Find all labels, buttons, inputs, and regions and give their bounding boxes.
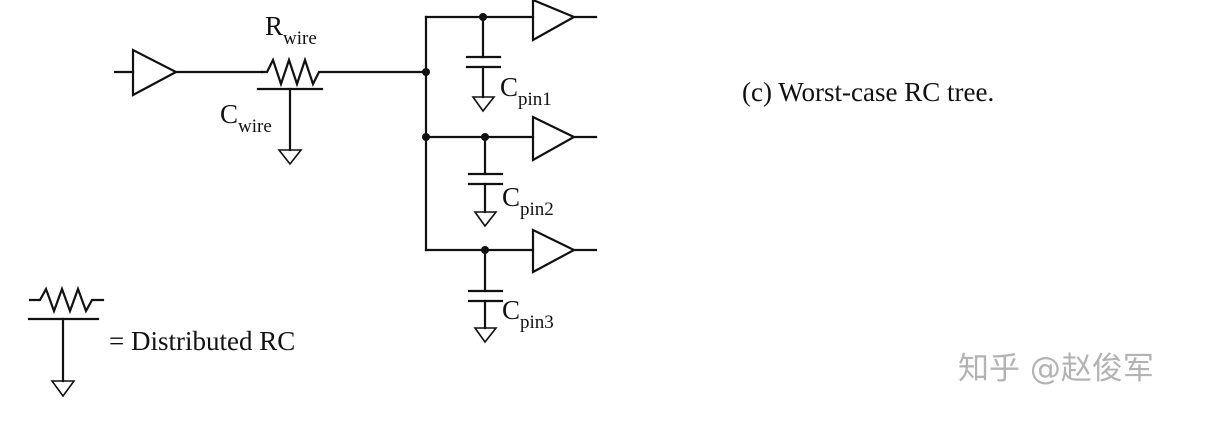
input-buffer <box>113 48 179 97</box>
c-pin3-label: Cpin3 <box>502 295 554 333</box>
branch-2 <box>424 115 598 228</box>
branch-1 <box>424 0 598 113</box>
c-pin2-label: Cpin2 <box>502 182 554 220</box>
legend-text: = Distributed RC <box>109 326 295 356</box>
caption: (c) Worst-case RC tree. <box>742 77 994 107</box>
c-wire-label: Cwire <box>220 99 272 137</box>
distributed-rc-legend-symbol <box>27 285 105 398</box>
c-pin1-label: Cpin1 <box>500 72 552 110</box>
trunk-wire <box>422 15 430 252</box>
branch-3 <box>424 228 598 344</box>
watermark: 知乎 @赵俊军 <box>958 351 1154 387</box>
wire-resistor <box>256 56 428 166</box>
r-wire-label: Rwire <box>265 11 317 49</box>
